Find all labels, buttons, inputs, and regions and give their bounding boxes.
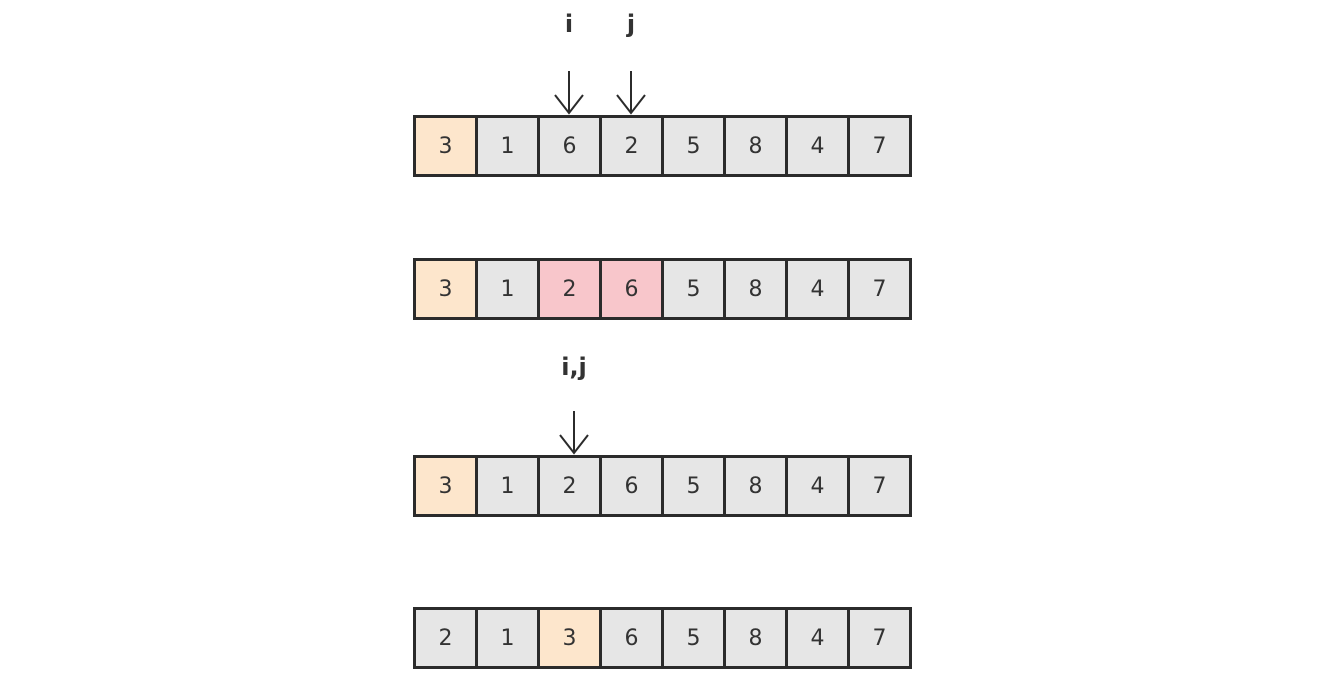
array-cell: 8	[723, 607, 788, 669]
array-cell: 1	[475, 455, 540, 517]
array-cell: 5	[661, 258, 726, 320]
array-cell: 8	[723, 455, 788, 517]
array-cell: 7	[847, 607, 912, 669]
array-cell: 1	[475, 607, 540, 669]
array-cell: 2	[537, 455, 602, 517]
swapped-cell: 6	[599, 258, 664, 320]
array-cell: 7	[847, 455, 912, 517]
array-cell: 7	[847, 115, 912, 177]
array-cell: 4	[785, 607, 850, 669]
swapped-cell: 2	[537, 258, 602, 320]
array-cell: 8	[723, 258, 788, 320]
down-arrow-icon	[554, 71, 584, 115]
down-arrow-icon	[616, 71, 646, 115]
pointer-label-j: j	[626, 10, 636, 38]
pivot-cell: 3	[413, 258, 478, 320]
array-cell: 4	[785, 455, 850, 517]
array-cell: 2	[599, 115, 664, 177]
array-cell: 5	[661, 607, 726, 669]
array-cell: 1	[475, 258, 540, 320]
array-cell: 4	[785, 115, 850, 177]
array-cell: 4	[785, 258, 850, 320]
pivot-cell: 3	[413, 455, 478, 517]
array-cell: 5	[661, 115, 726, 177]
down-arrow-icon	[559, 411, 589, 455]
pointer-label-i-j: i,j	[561, 353, 587, 381]
array-cell: 6	[599, 455, 664, 517]
array-cell: 2	[413, 607, 478, 669]
pointer-label-i: i	[564, 10, 574, 38]
pivot-cell: 3	[413, 115, 478, 177]
array-cell: 8	[723, 115, 788, 177]
array-cell: 7	[847, 258, 912, 320]
array-cell: 1	[475, 115, 540, 177]
array-cell: 6	[599, 607, 664, 669]
array-cell: 6	[537, 115, 602, 177]
array-cell: 5	[661, 455, 726, 517]
pivot-cell: 3	[537, 607, 602, 669]
